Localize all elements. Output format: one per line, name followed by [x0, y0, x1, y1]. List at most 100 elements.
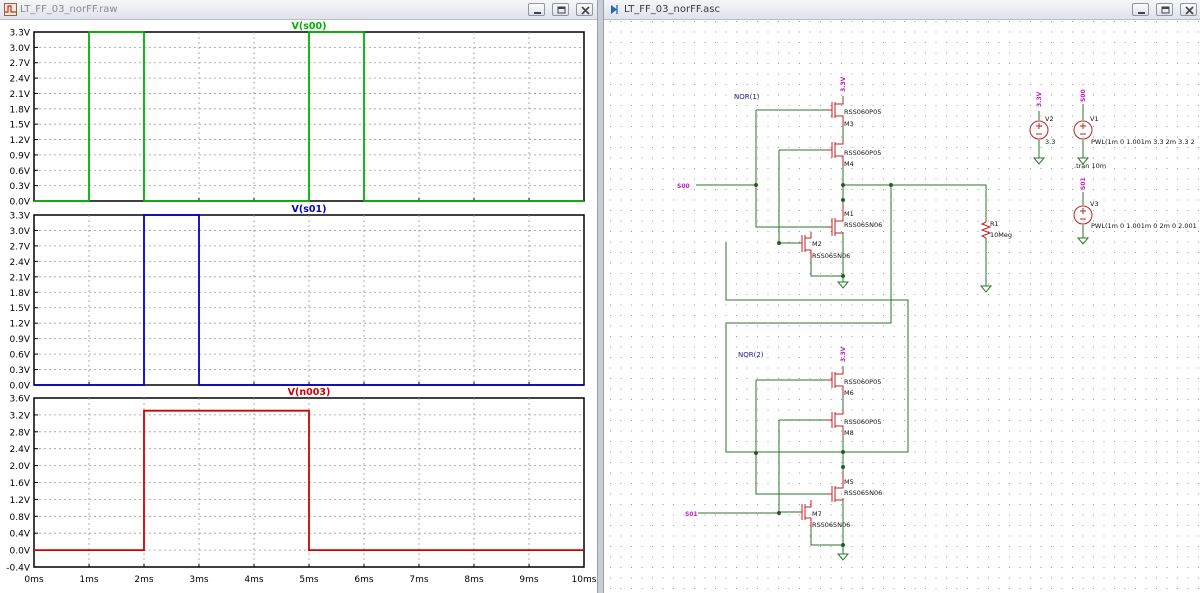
trace-line	[34, 409, 584, 551]
restore-icon	[557, 6, 566, 14]
close-icon	[1185, 6, 1194, 15]
waveform-plot-area[interactable]: 3.3V3.0V2.7V2.4V2.1V1.8V1.5V1.2V0.9V0.6V…	[0, 20, 597, 593]
y-tick-label: 1.8V	[10, 289, 31, 299]
y-tick-label: 3.3V	[10, 29, 31, 39]
m8-name: M8	[844, 429, 854, 437]
minimize-button[interactable]	[1131, 3, 1149, 16]
waveform-titlebar[interactable]: LT_FF_03_norFF.raw	[0, 0, 597, 20]
y-tick-label: 0.3V	[10, 182, 31, 192]
y-tick-label: 3.3V	[10, 212, 31, 222]
minimize-icon	[533, 12, 541, 14]
m1-symbol	[826, 205, 844, 236]
x-tick-label: 8ms	[464, 575, 483, 585]
minimize-button[interactable]	[527, 3, 545, 16]
m5-symbol	[826, 473, 844, 502]
ground-symbols	[836, 157, 1090, 561]
schematic-canvas[interactable]: NOR(1) NOR(2) S00 S01 3.3V 3.3V 3.3V S00…	[604, 20, 1200, 593]
m7-model: RSS065N06	[812, 521, 850, 529]
wires	[696, 96, 1084, 554]
y-tick-label: 2.4V	[10, 75, 31, 85]
window-splitter[interactable]	[598, 0, 603, 593]
y-tick-label: 0.0V	[10, 198, 31, 208]
y-tick-label: 1.2V	[10, 496, 31, 506]
r1-value: 10Meg	[990, 231, 1012, 239]
close-button[interactable]	[576, 3, 593, 16]
m4-symbol	[826, 140, 844, 166]
y-tick-label: 1.2V	[10, 320, 31, 330]
x-tick-label: 7ms	[409, 575, 428, 585]
v2-name: V2	[1045, 115, 1054, 123]
close-icon	[581, 6, 590, 15]
x-tick-label: 9ms	[519, 575, 538, 585]
trace-line	[34, 31, 584, 202]
trace-title: V(s00)	[292, 21, 327, 32]
y-tick-label: 0.0V	[10, 382, 31, 392]
y-tick-label: 0.8V	[10, 513, 31, 523]
m1-model: RSS065N06	[844, 221, 882, 229]
close-button[interactable]	[1180, 3, 1197, 16]
m5-name: M5	[844, 478, 854, 486]
x-tick-label: 0ms	[24, 575, 43, 585]
y-tick-label: 0.0V	[10, 547, 31, 557]
m2-name: M2	[812, 240, 822, 248]
x-tick-label: 10ms	[572, 575, 597, 585]
trace-title: V(s01)	[292, 204, 327, 215]
v1-node-label: S00	[1080, 89, 1087, 102]
schematic-window[interactable]: LT_FF_03_norFF.asc	[603, 0, 1200, 593]
m3-name: M3	[844, 120, 854, 128]
y-tick-label: 3.2V	[10, 411, 31, 421]
v3-name: V3	[1090, 200, 1099, 208]
y-tick-label: 2.4V	[10, 258, 31, 268]
input-s00-label: S00	[677, 183, 690, 190]
x-tick-label: 3ms	[189, 575, 208, 585]
m3-model: RSS060P05	[844, 108, 881, 116]
y-tick-label: 2.7V	[10, 59, 31, 69]
x-tick-label: 2ms	[134, 575, 153, 585]
y-tick-label: 2.7V	[10, 242, 31, 252]
y-tick-label: 1.6V	[10, 479, 31, 489]
m6-supply-label: 3.3V	[840, 346, 847, 362]
m8-model: RSS060P05	[844, 418, 881, 426]
m3-supply-label: 3.3V	[840, 76, 847, 92]
y-tick-label: 0.9V	[10, 335, 31, 345]
y-tick-label: -0.4V	[6, 564, 31, 574]
x-tick-label: 4ms	[244, 575, 263, 585]
schematic-window-title: LT_FF_03_norFF.asc	[624, 4, 721, 15]
y-tick-label: 2.0V	[10, 462, 31, 472]
m6-name: M6	[844, 389, 854, 397]
y-tick-label: 2.8V	[10, 428, 31, 438]
v1-symbol	[1073, 120, 1093, 140]
y-tick-label: 2.1V	[10, 273, 31, 283]
m4-model: RSS060P05	[844, 149, 881, 157]
trace-line	[34, 214, 584, 386]
input-s01-label: S01	[685, 511, 698, 518]
y-tick-label: 1.5V	[10, 121, 31, 131]
restore-button[interactable]	[551, 3, 569, 16]
tran-directive: .tran 10m	[1074, 162, 1106, 170]
voltage-sources	[1029, 120, 1093, 225]
v2-symbol	[1029, 120, 1049, 140]
x-tick-label: 5ms	[299, 575, 318, 585]
v2-node-label: 3.3V	[1036, 91, 1043, 107]
m2-symbol	[798, 232, 812, 259]
r1-name: R1	[990, 220, 999, 228]
y-tick-label: 1.8V	[10, 105, 31, 115]
y-tick-label: 0.4V	[10, 530, 31, 540]
y-tick-label: 3.6V	[10, 395, 31, 405]
v3-value: PWL(1m 0 1.001m 0 2m 0 2.001	[1091, 222, 1197, 230]
m3-symbol	[826, 100, 844, 126]
junction-dots	[754, 183, 893, 547]
r1-symbol	[980, 221, 992, 239]
v2-value: 3.3	[1045, 138, 1055, 146]
y-tick-label: 1.5V	[10, 304, 31, 314]
restore-button[interactable]	[1155, 3, 1173, 16]
m1-name: M1	[844, 210, 854, 218]
m2-model: RSS065N06	[812, 252, 850, 260]
schematic-titlebar[interactable]: LT_FF_03_norFF.asc	[604, 0, 1200, 20]
y-tick-label: 1.2V	[10, 136, 31, 146]
y-tick-label: 0.3V	[10, 366, 31, 376]
y-tick-label: 0.6V	[10, 167, 31, 177]
m7-symbol	[798, 500, 812, 528]
v3-node-label: S01	[1080, 177, 1087, 190]
